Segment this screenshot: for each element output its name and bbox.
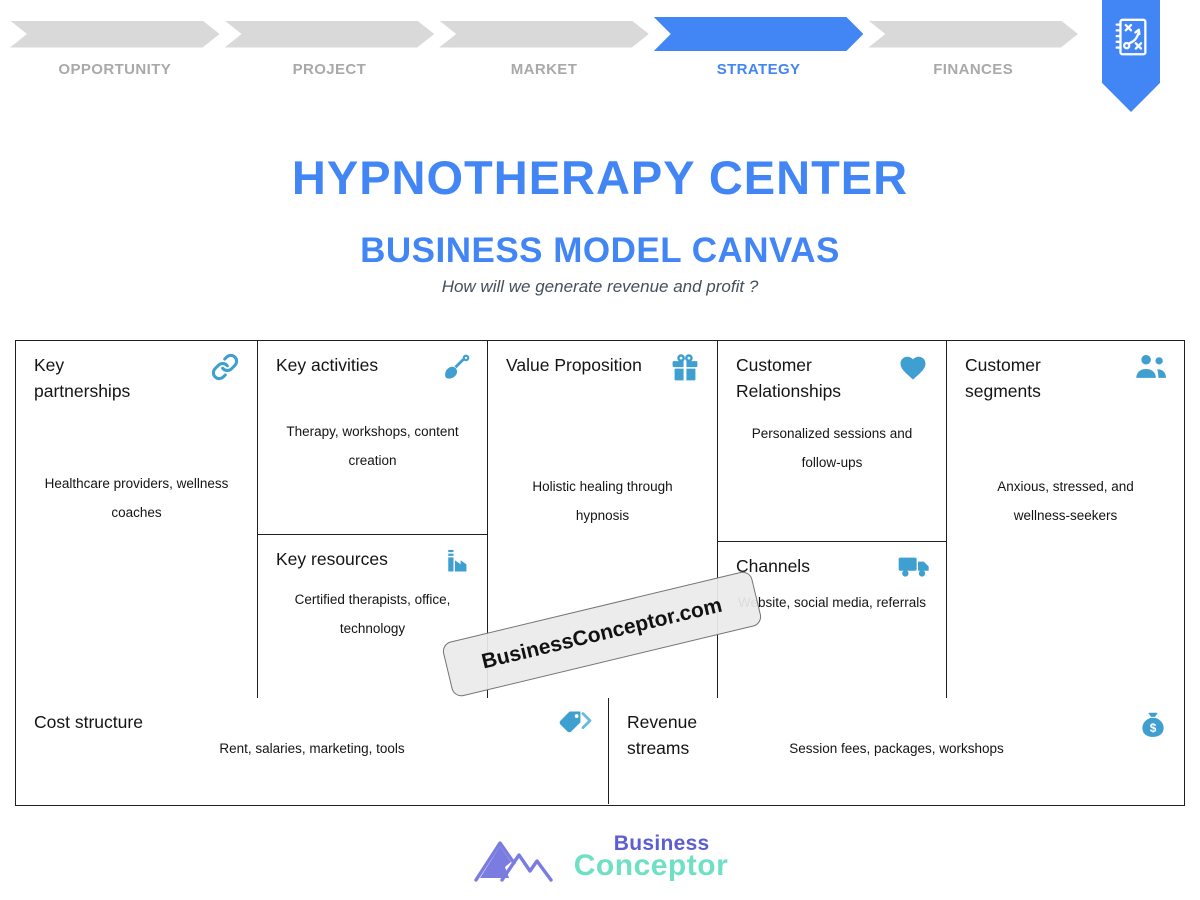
factory-icon xyxy=(443,547,471,580)
canvas-top-section: Key partnerships Healthcare providers, w… xyxy=(16,341,1184,698)
cell-key-partnerships: Key partnerships Healthcare providers, w… xyxy=(16,341,257,698)
logo-word-conceptor: Conceptor xyxy=(573,849,729,882)
cell-title: Cost structure xyxy=(34,712,143,732)
svg-text:$: $ xyxy=(1150,721,1157,735)
column-activities-resources: Key activities Therapy, workshops, conte… xyxy=(258,341,488,698)
footer-logo: Business Conceptor xyxy=(0,826,1200,889)
cell-content: Healthcare providers, wellness coaches xyxy=(44,476,229,520)
cell-value-proposition: Value Proposition Holistic healing throu… xyxy=(488,341,717,698)
cell-title: Customer segments xyxy=(965,355,1041,401)
people-icon xyxy=(1134,353,1168,386)
cell-title: Customer Relationships xyxy=(736,355,842,401)
headline: HYPNOTHERAPY CENTER BUSINESS MODEL CANVA… xyxy=(0,150,1200,297)
cell-content: Website, social media, referrals xyxy=(737,595,927,610)
step-chevron-strategy[interactable] xyxy=(654,17,864,51)
step-chevron-opportunity[interactable] xyxy=(10,21,220,48)
cell-cost-structure: Cost structure Rent, salaries, marketing… xyxy=(16,698,609,804)
page-subtitle: BUSINESS MODEL CANVAS xyxy=(360,231,840,270)
cell-customer-segments: Customer segments Anxious, stressed, and… xyxy=(947,341,1184,698)
logo-wordmark: Business Conceptor xyxy=(574,832,729,883)
cell-content: Certified therapists, office, technology xyxy=(294,592,451,636)
strategy-playbook-icon xyxy=(1112,0,1150,112)
cell-content: Therapy, workshops, content creation xyxy=(286,424,459,468)
money-bag-icon: $ xyxy=(1138,710,1168,745)
cell-content: Personalized sessions and follow-ups xyxy=(751,426,913,470)
column-key-partnerships: Key partnerships Healthcare providers, w… xyxy=(16,341,258,698)
cell-key-activities: Key activities Therapy, workshops, conte… xyxy=(258,341,487,535)
cell-title: Value Proposition xyxy=(506,355,642,375)
cell-title: Key partnerships xyxy=(34,355,131,401)
process-bar: OPPORTUNITY PROJECT MARKET STRATEGY FINA… xyxy=(10,0,1078,78)
cell-title: Key activities xyxy=(276,355,379,375)
canvas-bottom-section: Cost structure Rent, salaries, marketing… xyxy=(16,698,1184,804)
truck-icon xyxy=(898,554,930,585)
logo-word-business: Business xyxy=(613,832,710,855)
cell-title: Revenue streams xyxy=(627,712,698,758)
tag-icon xyxy=(558,710,592,742)
process-labels: OPPORTUNITY PROJECT MARKET STRATEGY FINA… xyxy=(10,61,1078,78)
shovel-icon xyxy=(441,353,471,388)
cell-content: Holistic healing through hypnosis xyxy=(532,479,673,523)
heart-icon xyxy=(896,353,930,388)
cell-title: Key resources xyxy=(276,549,388,569)
step-chevron-market[interactable] xyxy=(439,21,649,48)
column-value-proposition: Value Proposition Holistic healing throu… xyxy=(488,341,718,698)
step-label-opportunity[interactable]: OPPORTUNITY xyxy=(58,61,172,78)
cell-customer-relationships: Customer Relationships Personalized sess… xyxy=(718,341,946,542)
step-label-finances[interactable]: FINANCES xyxy=(933,61,1014,78)
link-icon xyxy=(209,353,241,386)
column-customer-segments: Customer segments Anxious, stressed, and… xyxy=(947,341,1184,698)
page-title: HYPNOTHERAPY CENTER xyxy=(291,151,909,204)
step-chevron-project[interactable] xyxy=(225,21,435,48)
cell-revenue-streams: Revenue streams $ Session fees, packages… xyxy=(609,698,1184,804)
step-chevron-finances[interactable] xyxy=(868,21,1078,48)
step-label-market[interactable]: MARKET xyxy=(510,61,578,78)
cell-title: Channels xyxy=(736,556,810,576)
gift-icon xyxy=(669,353,701,388)
cell-key-resources: Key resources Certified therapists, offi… xyxy=(258,535,487,698)
step-label-strategy[interactable]: STRATEGY xyxy=(716,61,801,78)
step-label-project[interactable]: PROJECT xyxy=(292,61,367,78)
process-steps xyxy=(10,14,1078,54)
cell-content: Rent, salaries, marketing, tools xyxy=(219,741,405,756)
cell-content: Anxious, stressed, and wellness-seekers xyxy=(997,479,1134,523)
page-tagline: How will we generate revenue and profit … xyxy=(441,277,759,296)
canvas-grid: Key partnerships Healthcare providers, w… xyxy=(15,340,1185,806)
cell-content: Session fees, packages, workshops xyxy=(789,741,1004,756)
cell-channels: Channels Website, social media, referral… xyxy=(718,542,946,698)
mountain-logo-icon xyxy=(472,826,568,889)
corner-ribbon xyxy=(1102,0,1160,112)
column-relationships-channels: Customer Relationships Personalized sess… xyxy=(718,341,947,698)
